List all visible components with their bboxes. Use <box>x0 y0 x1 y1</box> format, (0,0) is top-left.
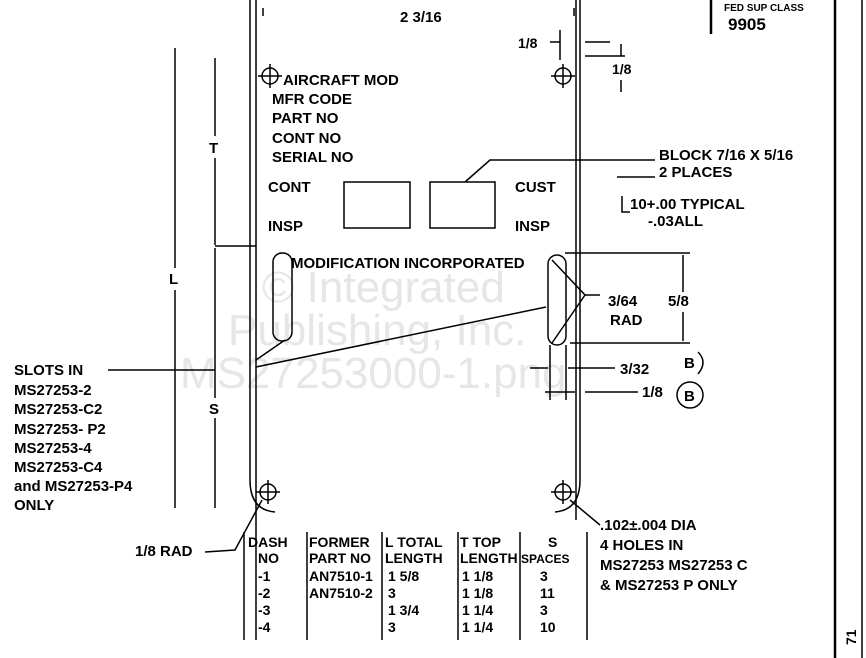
plate-line: AIRCRAFT MOD <box>283 72 399 89</box>
table-header: L TOTAL <box>385 534 443 550</box>
table-cell: 1 3/4 <box>388 602 419 618</box>
block-note: BLOCK 7/16 X 5/16 <box>659 147 793 164</box>
cust-label: CUST <box>515 179 556 196</box>
table-header: LENGTH <box>460 550 518 566</box>
datum-b-circle <box>676 381 704 409</box>
slot-leader <box>255 306 547 368</box>
slots-note-line: SLOTS IN <box>14 362 83 379</box>
holes-note-line: .102±.004 DIA <box>600 517 697 534</box>
block-note: 2 PLACES <box>659 164 732 181</box>
T-dimension: T <box>209 140 218 157</box>
holes-note-line: MS27253 MS27253 C <box>600 557 748 574</box>
plate-line: SERIAL NO <box>272 149 354 166</box>
tolerance-note: 10+.00 TYPICAL <box>630 196 745 213</box>
cust-stamp-block <box>429 181 496 229</box>
fed-sup-class-label: FED SUP CLASS <box>724 3 804 14</box>
tolerance-note: -.03ALL <box>648 213 703 230</box>
datum-b-label: B <box>684 388 695 405</box>
holes-note: .102±.004 DIA 4 HOLES IN MS27253 MS27253… <box>600 517 748 594</box>
slot-width-dimension: 3/32 <box>620 361 649 378</box>
table-cell: 3 <box>388 585 396 601</box>
plate-line: CONT NO <box>272 130 341 147</box>
table-cell: 1 1/4 <box>462 602 493 618</box>
table-cell: 1 5/8 <box>388 568 419 584</box>
dash-table: -1 AN7510-1 1 5/8 1 1/8 3 -2 AN7510-2 3 1 1/8 11 -… <box>243 532 588 640</box>
sheet-number: 71 <box>843 629 859 645</box>
table-cell: 11 <box>540 585 555 601</box>
plate-line: MFR CODE <box>272 91 352 108</box>
width-dimension: 2 3/16 <box>400 9 442 26</box>
table-header: NO <box>258 550 279 566</box>
table-header: S <box>548 534 557 550</box>
table-cell: -3 <box>258 602 271 618</box>
S-dimension: S <box>209 401 219 418</box>
slots-note-line: MS27253-C4 <box>14 459 103 476</box>
modification-label: MODIFICATION INCORPORATED <box>291 255 525 272</box>
table-header: SPACES <box>521 552 569 566</box>
plate-line: PART NO <box>272 110 339 127</box>
slots-note-line: MS27253-C2 <box>14 401 102 418</box>
holes-note-line: & MS27253 P ONLY <box>600 577 738 594</box>
holes-note-line: 4 HOLES IN <box>600 537 683 554</box>
L-dimension: L <box>169 271 178 288</box>
slots-note-line: and MS27253-P4 <box>14 478 133 495</box>
slot-length-dimension: 5/8 <box>668 293 689 310</box>
slot-rad-dimension: 3/64 <box>608 293 638 310</box>
cont-label: CONT <box>268 179 311 196</box>
plate-text: AIRCRAFT MOD MFR CODE PART NO CONT NO SE… <box>268 72 556 272</box>
table-cell: 3 <box>540 602 548 618</box>
table-cell: -1 <box>258 568 271 584</box>
datum-b-label: B <box>684 355 695 372</box>
watermark-line-3: MS27253000-1.png <box>180 349 567 398</box>
right-slot <box>547 254 567 346</box>
slots-note-line: ONLY <box>14 497 54 514</box>
table-cell: 10 <box>540 619 556 635</box>
cont-stamp-block <box>343 181 411 229</box>
insp-right-label: INSP <box>515 218 550 235</box>
hole-offset-x-dimension: 1/8 <box>518 35 538 51</box>
table-cell: 1 1/4 <box>462 619 493 635</box>
table-cell: AN7510-1 <box>309 568 373 584</box>
corner-rad-dimension: 1/8 RAD <box>135 543 193 560</box>
hole-offset-y-dimension: 1/8 <box>612 61 632 77</box>
slots-note-line: MS27253-4 <box>14 440 92 457</box>
watermark-line-2: Publishing, Inc. <box>228 306 526 355</box>
fed-sup-class-value: 9905 <box>728 15 766 34</box>
watermark: © Integrated Publishing, Inc. MS27253000… <box>180 263 567 398</box>
table-header: LENGTH <box>385 550 443 566</box>
table-header: DASH <box>248 534 288 550</box>
table-header: FORMER <box>309 534 370 550</box>
table-cell: 1 1/8 <box>462 585 493 601</box>
table-cell: AN7510-2 <box>309 585 373 601</box>
table-cell: 1 1/8 <box>462 568 493 584</box>
watermark-line-1: © Integrated <box>262 263 505 312</box>
table-cell: -4 <box>258 619 271 635</box>
slot-edge-dimension: 1/8 <box>642 384 663 401</box>
table-cell: -2 <box>258 585 271 601</box>
table-cell: 3 <box>388 619 396 635</box>
slots-note-line: MS27253-2 <box>14 382 92 399</box>
table-header: T TOP <box>460 534 501 550</box>
table-header: PART NO <box>309 550 371 566</box>
insp-left-label: INSP <box>268 218 303 235</box>
block-leader <box>464 159 655 183</box>
slot-rad-label: RAD <box>610 312 643 329</box>
slots-note: SLOTS IN MS27253-2 MS27253-C2 MS27253- P… <box>14 362 133 514</box>
slots-note-line: MS27253- P2 <box>14 421 106 438</box>
table-cell: 3 <box>540 568 548 584</box>
mounting-holes <box>256 64 575 504</box>
